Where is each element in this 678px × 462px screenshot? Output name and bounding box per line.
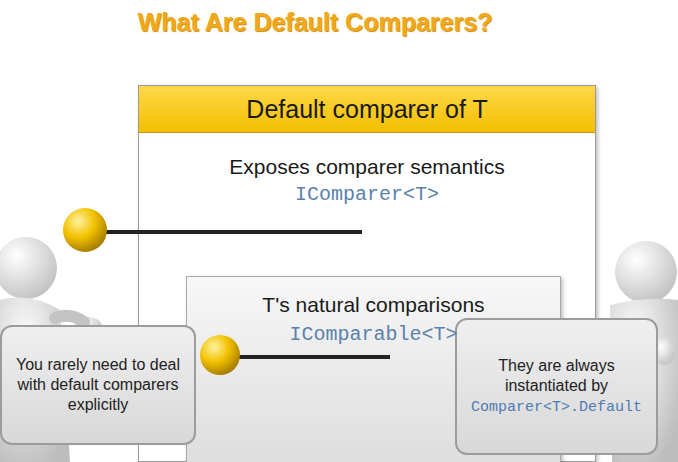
pin xyxy=(200,335,390,375)
node-heading: T's natural comparisons xyxy=(187,293,560,317)
header-band: Default comparer of T xyxy=(139,86,595,133)
node-text: IComparer<T> xyxy=(139,183,595,206)
slide-title: What Are Default Comparers? xyxy=(0,8,630,37)
note-sign: They are always instantiated byComparer<… xyxy=(455,318,658,455)
box-body: Exposes comparer semanticsIComparer<T> xyxy=(139,155,595,206)
node-heading: Default comparer of T xyxy=(246,95,487,124)
node-text: Exposes comparer semantics xyxy=(139,155,595,179)
pin xyxy=(63,208,362,252)
note-sign: You rarely need to deal with default com… xyxy=(0,325,196,445)
node-heading: You rarely need to deal with default com… xyxy=(10,355,186,415)
node-heading: They are always instantiated by xyxy=(465,356,648,396)
node-text: Comparer<T>.Default xyxy=(465,398,648,418)
node-text: IComparable<T> xyxy=(187,323,560,346)
